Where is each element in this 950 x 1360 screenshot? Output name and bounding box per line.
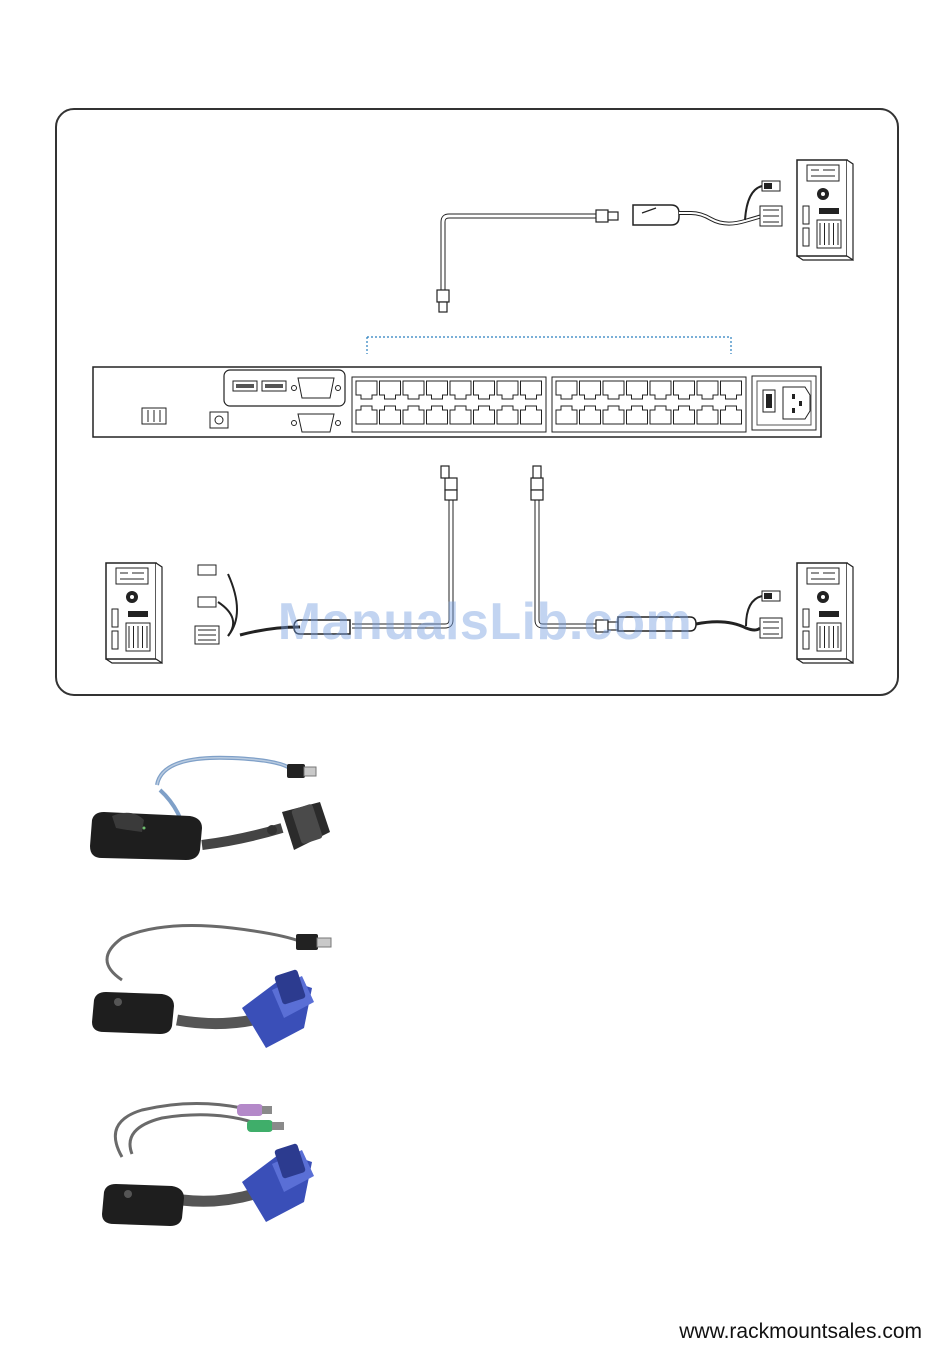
usb-vga-dongle-right bbox=[618, 591, 782, 638]
ps2-vga-dongle-left bbox=[195, 565, 350, 644]
usb-vga-blue-dongle-photo bbox=[82, 920, 342, 1050]
cat5-cable-left bbox=[352, 466, 457, 626]
cat5-cable-right bbox=[531, 466, 618, 632]
kvm-switch bbox=[93, 367, 821, 437]
server-computer bbox=[106, 563, 162, 663]
usb-vga-dongle-photo bbox=[82, 750, 342, 880]
usb-vga-dongle-top bbox=[633, 181, 782, 226]
vga-console-port bbox=[298, 378, 334, 398]
connection-diagram bbox=[0, 0, 950, 720]
ps2-vga-dongle-photo bbox=[92, 1092, 352, 1232]
cat5-cable-top bbox=[437, 210, 618, 312]
footer-website: www.rackmountsales.com bbox=[679, 1320, 922, 1344]
server-computer bbox=[797, 160, 853, 260]
vga-remote-port bbox=[298, 414, 334, 432]
dc-power-jack bbox=[210, 412, 228, 428]
server-computer bbox=[797, 563, 853, 663]
port-range-bracket bbox=[367, 337, 731, 354]
